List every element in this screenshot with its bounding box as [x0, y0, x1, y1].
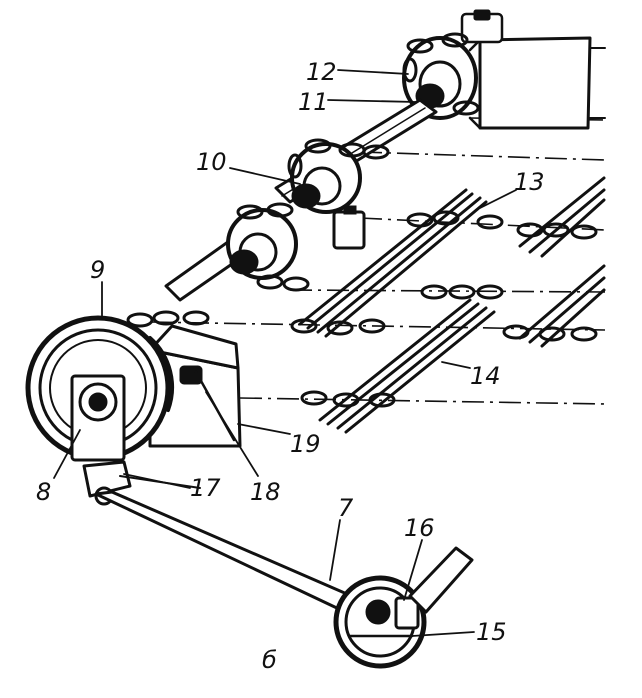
label-12: 12: [306, 58, 337, 86]
label-7: 7: [338, 494, 354, 522]
label-16: 16: [404, 514, 435, 542]
label-13: 13: [514, 168, 545, 196]
bearing-block-8: [70, 374, 126, 462]
figure-caption: б: [262, 646, 277, 674]
label-14: 14: [470, 362, 501, 390]
upper-bearing-housing: [460, 9, 606, 130]
label-19: 19: [290, 430, 321, 458]
crank-assembly-15: [333, 546, 474, 669]
label-10: 10: [196, 148, 227, 176]
label-9: 9: [90, 256, 105, 284]
label-15: 15: [476, 618, 507, 646]
part-labels: 12 11 10 13 9 14 19 8 17 18 7 16 15 б: [36, 58, 545, 674]
label-8: 8: [36, 478, 51, 506]
sprocket-lower: [226, 202, 310, 292]
conveyor-slats: [298, 176, 606, 434]
label-18: 18: [250, 478, 281, 506]
sprocket-12: [402, 32, 480, 120]
linkage-rod-7: [82, 460, 372, 620]
label-17: 17: [190, 474, 221, 502]
leader-lines: [53, 69, 517, 637]
label-11: 11: [298, 88, 329, 116]
sprocket-10: [287, 138, 390, 250]
